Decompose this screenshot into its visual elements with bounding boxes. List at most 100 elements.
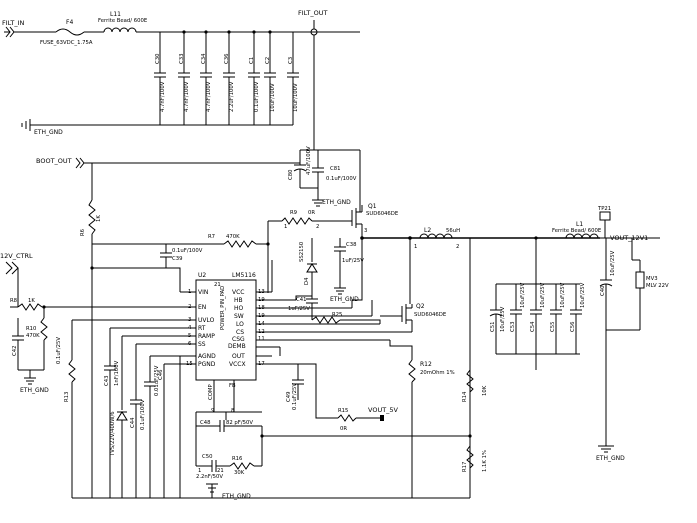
c34-value: 4.7nF/100V <box>206 81 212 112</box>
c81-value: 0.1uF/100V <box>326 176 357 182</box>
gnd-label-5: ETH_GND <box>222 493 251 500</box>
c42-ref: C42 <box>12 346 18 356</box>
r12-ref: R12 <box>420 361 432 368</box>
r10-ref: R10 <box>26 326 37 332</box>
c40-value: 10uF/25V <box>610 250 616 276</box>
control-components: R13 C43 1nF/100V TVS/22V/400W/6 C44 0.1u… <box>64 319 420 499</box>
r8-ref: R8 <box>10 298 18 304</box>
c38-ref: C38 <box>346 242 357 248</box>
c49-value: 0.1uF/25V <box>292 383 298 410</box>
u2-pad-num: 21 <box>214 282 221 288</box>
varistor-mv3-body <box>635 271 645 289</box>
c30-ref: C30 <box>155 53 161 64</box>
resistor-r7: R7 470K <box>100 234 270 248</box>
ic-u2-lm5116: U2 LM5116 POWER_PIN_PAD 21 VIN EN UVLO R… <box>172 272 412 414</box>
c41-value: 1uF/25V <box>288 306 310 312</box>
c44-ref: C44 <box>130 417 136 428</box>
f4-value: FUSE_63VDC_1.75A <box>40 40 93 46</box>
u2-pin-uvlo: UVLO <box>198 317 215 324</box>
c80-ref: C80 <box>288 169 294 180</box>
gnd-label-3: ETH_GND <box>330 296 359 303</box>
compensation-network: C48 82 pF/50V C50 2.2nF/50V R16 30K 1 21 <box>195 411 470 480</box>
r16-value: 30K <box>234 470 245 476</box>
u2-pin-csg: CSG <box>232 336 245 343</box>
l1-value: Ferrite Bead/ 600E <box>552 228 602 234</box>
ground-symbol-1: ETH_GND <box>21 119 63 136</box>
u2-pin-fb: FB <box>229 383 236 389</box>
mosfet-q1: Q1 SUD6046DE 3 <box>351 203 399 238</box>
c36-value: 2.2uF/100V <box>229 81 235 112</box>
d4-ref: D4 <box>304 277 310 285</box>
u2-pin-en: EN <box>198 304 206 311</box>
r10-value: 470K <box>26 333 40 339</box>
input-filter-section: FILT_IN F4 FUSE_63VDC_1.75A L11 Ferrite … <box>2 9 360 150</box>
c41-ref: C41 <box>296 297 306 303</box>
net-label-vout-12v1: VOUT_12V1 <box>610 234 648 242</box>
gnd-label-4: ETH_GND <box>20 387 49 394</box>
c44-value: 0.1uF/100V <box>140 399 146 430</box>
r7-value: 470K <box>226 234 240 240</box>
u2-pin-rt: RT <box>198 325 206 332</box>
u2-pin-ramp: RAMP <box>198 333 215 340</box>
r14-value: 10K <box>482 385 488 396</box>
c54-ref: C54 <box>530 321 536 332</box>
u2-pin-pgnd: PGND <box>198 361 216 368</box>
u2-ref: U2 <box>198 272 206 279</box>
q1-ref: Q1 <box>368 203 377 210</box>
vout-5v-branch: C49 0.1uF/25V R15 0R VOUT_5V <box>286 363 399 432</box>
r6-value: 1K <box>96 215 102 222</box>
c45-value: 0.01uF/25V <box>154 365 160 396</box>
l2-pin2: 2 <box>456 244 459 250</box>
c40-ref: C40 <box>600 285 606 296</box>
r17-value: 1.1K 1% <box>482 450 488 472</box>
l2-value: 56uH <box>446 228 460 234</box>
c43-ref: C43 <box>104 376 110 386</box>
q1-pin3: 3 <box>364 228 367 234</box>
c2-ref: C2 <box>265 57 271 64</box>
c55-value: 10uF/25V <box>560 282 566 308</box>
u2-pin-demb: DEMB <box>228 343 246 350</box>
ground-symbol-3: ETH_GND <box>330 270 359 303</box>
u2-pin-out: OUT <box>232 353 245 360</box>
mv3-value: MLV 22V <box>646 283 669 289</box>
d4-value: SS2150 <box>299 241 305 262</box>
resistor-r9: R9 0R 1 2 <box>268 210 352 230</box>
q1-value: SUD6046DE <box>366 211 399 217</box>
c30-value: 4.7nF/100V <box>160 81 166 112</box>
capacitor-c39: 0.1uF/100V C39 <box>160 244 203 268</box>
u2-power-pad: POWER_PIN_PAD <box>220 286 226 330</box>
mosfet-q2: Q2 SUD6046DE <box>380 238 447 332</box>
c50-value: 2.2nF/50V <box>196 474 223 480</box>
c81-ref: C81 <box>330 166 340 172</box>
mv3-ref: MV3 <box>646 276 658 282</box>
net-label-filt-out: FILT_OUT <box>298 9 327 17</box>
ground-symbol-5: ETH_GND <box>206 483 251 500</box>
gnd-label-6: ETH_GND <box>596 455 625 462</box>
u2-pin-vin: VIN <box>198 289 208 296</box>
u2-pin-comp: COMP <box>208 384 214 400</box>
u2-pin-vcc: VCC <box>232 289 244 296</box>
l11-ref: L11 <box>110 11 121 18</box>
c46-ref: C46 <box>158 369 164 380</box>
resistor-r25: R25 <box>311 312 342 324</box>
d5-value: TVS/22V/400W/6 <box>110 411 116 457</box>
c1-value: 0.1uF/100V <box>254 81 260 112</box>
r7-ref: R7 <box>208 234 215 240</box>
output-filter: L1 Ferrite Bead/ 600E VOUT_12V1 TP21 C40… <box>552 206 669 446</box>
c50-pin21: 21 <box>217 468 224 474</box>
ferrite-l11: L11 Ferrite Bead/ 600E <box>98 11 148 33</box>
c34-ref: C34 <box>201 53 207 64</box>
ground-symbol-6: ETH_GND <box>596 445 625 462</box>
l11-value: Ferrite Bead/ 600E <box>98 18 148 24</box>
gnd-label-1: ETH_GND <box>34 129 63 136</box>
r12-value: 20mOhm 1% <box>420 370 455 376</box>
test-point-tp21 <box>599 211 611 221</box>
u2-pin-sw: SW <box>234 313 244 320</box>
r15-value: 0R <box>340 426 347 432</box>
net-label-12v-ctrl: 12V_CTRL <box>0 252 33 260</box>
u2-pin-vccx: VCCX <box>229 361 246 368</box>
c48-ref: C48 <box>200 420 211 426</box>
r9-ref: R9 <box>290 210 297 216</box>
capacitor-c38: C38 1uF/25V <box>334 238 364 270</box>
c53-ref: C53 <box>510 322 516 332</box>
